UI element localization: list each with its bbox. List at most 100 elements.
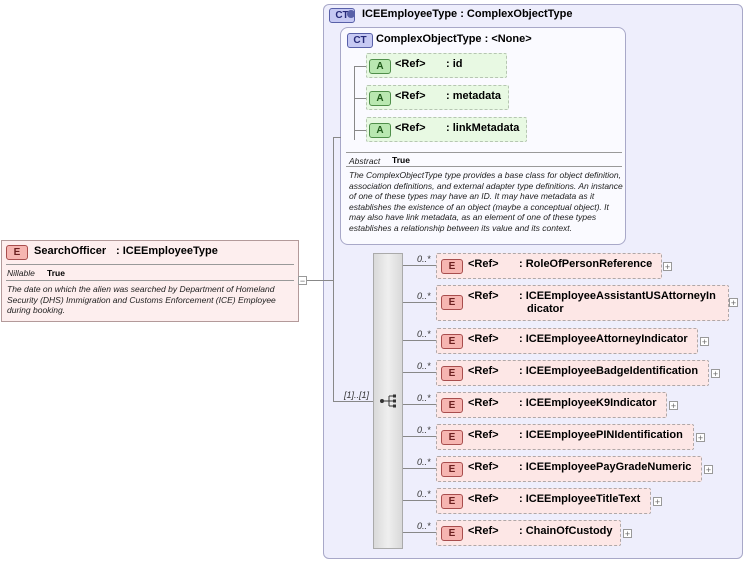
element-name: : ICEEmployeeTitleText <box>519 493 641 505</box>
element-badge-icon: E <box>441 334 463 349</box>
attribute-ref: <Ref> <box>395 122 426 134</box>
element-ref: <Ref> <box>468 397 499 409</box>
expand-icon[interactable]: + <box>696 433 705 443</box>
element-title-text[interactable] <box>436 488 651 514</box>
attribute-badge-icon: A <box>369 123 391 138</box>
element-badge-icon: E <box>441 366 463 381</box>
attribute-badge-icon: A <box>369 59 391 74</box>
element-attorney-indicator[interactable] <box>436 328 698 354</box>
element-name: : ChainOfCustody <box>519 525 613 537</box>
element-badge-icon: E <box>6 245 28 260</box>
element-occurrence: 0..* <box>417 521 431 531</box>
abstract-label: Abstract <box>349 156 381 166</box>
attribute-connector <box>354 66 355 140</box>
element-ref: <Ref> <box>468 493 499 505</box>
element-ref: <Ref> <box>468 290 499 302</box>
element-badge-icon: E <box>441 295 463 310</box>
attribute-connector <box>354 130 368 131</box>
element-name: : ICEEmployeeBadgeIdentification <box>519 365 699 377</box>
element-ref: <Ref> <box>468 365 499 377</box>
attribute-connector <box>354 66 368 67</box>
attribute-name: : metadata <box>446 90 502 102</box>
type-connector <box>333 401 373 402</box>
element-name-continued: dicator <box>527 303 564 315</box>
element-assistant-us-attorney-indicator[interactable] <box>436 285 729 321</box>
element-badge-icon: E <box>441 526 463 541</box>
element-connector <box>403 532 437 533</box>
element-badge-identification[interactable] <box>436 360 709 386</box>
outer-type-title: ICEEmployeeType : ComplexObjectType <box>362 8 573 20</box>
expand-icon[interactable]: + <box>653 497 662 507</box>
root-element-box[interactable] <box>1 240 299 322</box>
expand-icon[interactable]: + <box>729 298 738 308</box>
attribute-connector <box>354 98 368 99</box>
root-connector <box>299 280 323 281</box>
element-name: : RoleOfPersonReference <box>519 258 653 270</box>
element-k9-indicator[interactable] <box>436 392 667 418</box>
divider <box>346 152 622 153</box>
attribute-ref: <Ref> <box>395 90 426 102</box>
element-connector <box>403 436 437 437</box>
attribute-name: : id <box>446 58 463 70</box>
attribute-linkmetadata[interactable] <box>366 117 527 142</box>
element-badge-icon: E <box>441 430 463 445</box>
element-occurrence: 0..* <box>417 361 431 371</box>
divider <box>6 280 294 281</box>
collapse-outer-icon[interactable] <box>347 10 355 18</box>
element-connector <box>403 468 437 469</box>
base-type-title: ComplexObjectType : <None> <box>376 33 532 45</box>
root-element-description: The date on which the alien was searched… <box>7 284 276 315</box>
element-ref: <Ref> <box>468 525 499 537</box>
expand-icon[interactable]: + <box>669 401 678 411</box>
sequence-spine <box>403 265 404 532</box>
element-occurrence: 0..* <box>417 425 431 435</box>
sequence-icon <box>380 394 396 408</box>
root-element-name: SearchOfficer <box>34 245 107 257</box>
element-connector <box>403 265 437 266</box>
expand-icon[interactable]: + <box>623 529 632 539</box>
element-role-of-person-reference[interactable] <box>436 253 662 279</box>
root-element-type: : ICEEmployeeType <box>116 245 218 257</box>
element-ref: <Ref> <box>468 333 499 345</box>
nillable-label: Nillable <box>7 268 35 278</box>
base-type-description: The ComplexObjectType type provides a ba… <box>349 170 623 233</box>
expand-icon[interactable]: + <box>711 369 720 379</box>
type-connector <box>333 137 341 138</box>
abstract-value: True <box>392 155 410 165</box>
element-occurrence: 0..* <box>417 457 431 467</box>
element-name: : ICEEmployeeAssistantUSAttorneyIn <box>519 290 716 302</box>
collapse-root-icon[interactable]: − <box>298 276 307 286</box>
expand-icon[interactable]: + <box>700 337 709 347</box>
element-ref: <Ref> <box>468 258 499 270</box>
element-badge-icon: E <box>441 494 463 509</box>
element-occurrence: 0..* <box>417 329 431 339</box>
attribute-badge-icon: A <box>369 91 391 106</box>
element-ref: <Ref> <box>468 429 499 441</box>
element-connector <box>403 500 437 501</box>
element-badge-icon: E <box>441 398 463 413</box>
element-name: : ICEEmployeeK9Indicator <box>519 397 657 409</box>
element-chain-of-custody[interactable] <box>436 520 621 546</box>
expand-icon[interactable]: + <box>704 465 713 475</box>
element-name: : ICEEmployeeAttorneyIndicator <box>519 333 688 345</box>
element-connector <box>403 340 437 341</box>
element-badge-icon: E <box>441 462 463 477</box>
element-badge-icon: E <box>441 259 463 274</box>
element-connector <box>403 302 437 303</box>
type-connector <box>323 280 333 281</box>
element-occurrence: 0..* <box>417 291 431 301</box>
element-occurrence: 0..* <box>417 393 431 403</box>
attribute-name: : linkMetadata <box>446 122 520 134</box>
base-type-badge-icon: CT <box>347 33 373 48</box>
divider <box>6 264 294 265</box>
element-pay-grade-numeric[interactable] <box>436 456 702 482</box>
element-ref: <Ref> <box>468 461 499 473</box>
element-name: : ICEEmployeePINIdentification <box>519 429 683 441</box>
divider <box>346 166 622 167</box>
expand-icon[interactable]: + <box>663 262 672 272</box>
element-pin-identification[interactable] <box>436 424 694 450</box>
attribute-ref: <Ref> <box>395 58 426 70</box>
sequence-occurrence: [1]..[1] <box>344 390 370 400</box>
element-name: : ICEEmployeePayGradeNumeric <box>519 461 692 473</box>
element-occurrence: 0..* <box>417 489 431 499</box>
